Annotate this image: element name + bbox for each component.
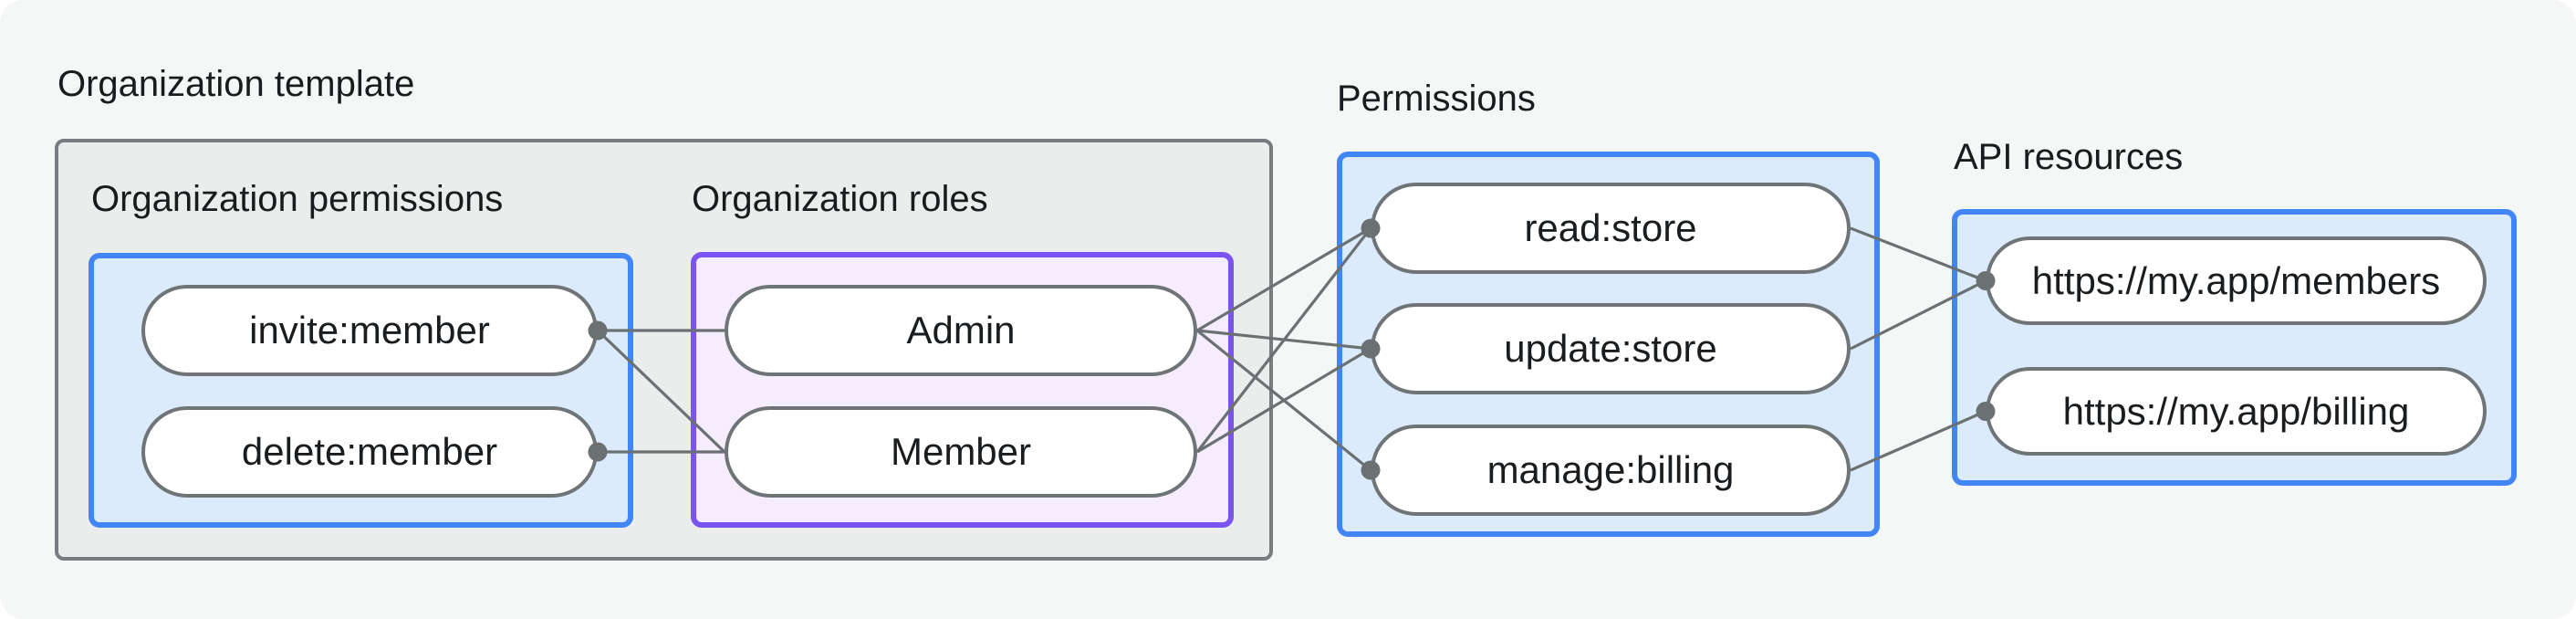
- node-invite-member: invite:member: [141, 285, 598, 376]
- node-delete-member: delete:member: [141, 406, 598, 498]
- org-permissions-label: Organization permissions: [91, 179, 504, 219]
- node-billing-api-resource: https://my.app/billing: [1986, 367, 2487, 456]
- permissions-label: Permissions: [1337, 79, 1536, 119]
- org-template-title: Organization template: [57, 64, 415, 104]
- node-admin-role: Admin: [725, 285, 1197, 376]
- node-read-store-permission: read:store: [1371, 183, 1851, 274]
- api-resources-label: API resources: [1954, 137, 2184, 177]
- node-members-api-resource: https://my.app/members: [1986, 236, 2487, 325]
- node-manage-billing-permission: manage:billing: [1371, 425, 1851, 516]
- node-member-role: Member: [725, 406, 1197, 498]
- org-roles-label: Organization roles: [692, 179, 988, 219]
- node-update-store-permission: update:store: [1371, 303, 1851, 394]
